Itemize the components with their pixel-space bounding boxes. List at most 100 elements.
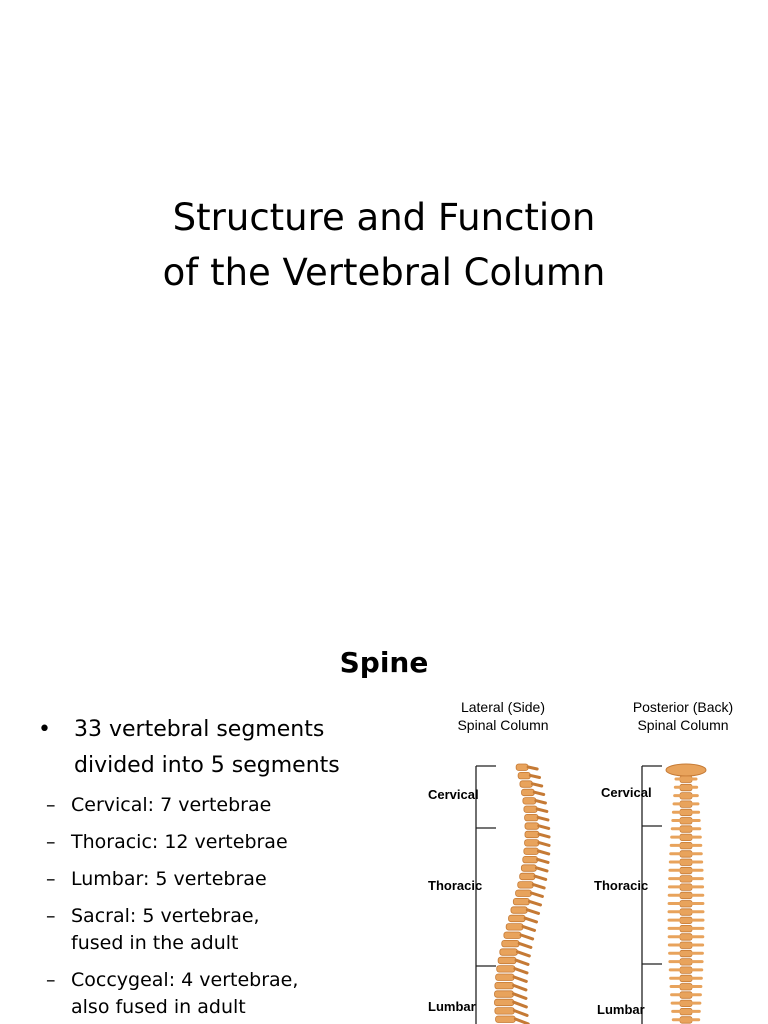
main-bullet-line-1: 33 vertebral segments (74, 717, 325, 742)
spinous-process (525, 908, 541, 915)
spinous-process (530, 782, 544, 788)
dash-icon: – (46, 969, 56, 991)
lateral-heading-line-1: Lateral (Side) (460, 699, 546, 715)
posterior-label-thoracic: Thoracic (594, 878, 649, 893)
sub-bullet-lumbar: – Lumbar: 5 vertebrae (38, 866, 398, 893)
lateral-label-thoracic: Thoracic (428, 878, 483, 893)
spinous-process (532, 790, 546, 796)
vertebra-body (524, 830, 540, 839)
vertebra-body (494, 990, 514, 998)
vertebra-body (494, 1007, 515, 1015)
spinous-process (537, 824, 551, 830)
vertebra-body (519, 872, 536, 881)
spinous-process (534, 799, 547, 805)
sub-bullet-list: – Cervical: 7 vertebrae – Thoracic: 12 v… (38, 792, 398, 1021)
posterior-heading: Posterior (Back) Spinal Column (608, 698, 758, 734)
spinous-process (521, 925, 537, 932)
main-bullet: • 33 vertebral segments divided into 5 s… (38, 712, 398, 784)
spinous-process (527, 899, 543, 907)
lateral-spine-image (494, 763, 551, 1024)
spinous-process (511, 992, 528, 1000)
sub-bullet-text: Coccygeal: 4 vertebrae, (71, 969, 299, 991)
posterior-label-cervical: Cervical (601, 785, 652, 800)
spinous-process (536, 815, 550, 822)
vertebra-body (496, 965, 516, 973)
vertebra-body (512, 897, 530, 906)
lateral-heading: Lateral (Side) Spinal Column (428, 698, 578, 734)
spinous-process (537, 841, 551, 847)
vertebra-body (519, 780, 533, 788)
spinous-process (515, 950, 531, 958)
vertebra-body (524, 839, 540, 847)
sub-bullet-sacral: – Sacral: 5 vertebrae, fused in the adul… (38, 903, 398, 957)
spinous-process (517, 941, 533, 949)
vertebra-body (494, 998, 515, 1007)
dash-icon: – (46, 905, 56, 927)
dash-icon: – (46, 868, 56, 890)
posterior-bracket (641, 765, 662, 1024)
spinous-process (536, 857, 550, 864)
vertebra-body (494, 981, 515, 990)
lateral-bracket (475, 765, 496, 1024)
spinous-process (534, 866, 549, 873)
sub-bullet-text: Thoracic: 12 vertebrae (71, 831, 288, 853)
spinous-process (514, 958, 530, 966)
vertebra-body (522, 855, 539, 864)
spinous-process (512, 1000, 528, 1009)
dash-icon: – (46, 831, 56, 853)
lateral-label-lumbar: Lumbar (428, 999, 476, 1014)
dash-icon: – (46, 794, 56, 816)
vertebra-body (517, 881, 534, 889)
sub-bullet-coccygeal: – Coccygeal: 4 vertebrae, also fused in … (38, 967, 398, 1021)
slide-title-line-2: of the Vertebral Column (162, 251, 606, 294)
lateral-heading-line-2: Spinal Column (457, 717, 549, 733)
spinous-process (528, 773, 542, 779)
vertebra-body (515, 763, 529, 771)
vertebra-body (497, 956, 517, 965)
vertebra-body (508, 914, 526, 923)
spinous-process (529, 891, 544, 898)
atlas-vertebra (665, 763, 707, 777)
sub-bullet-text: Cervical: 7 vertebrae (71, 794, 272, 816)
sub-bullet-text-cont: fused in the adult (71, 932, 239, 954)
vertebra-body (515, 889, 532, 897)
vertebra-body (517, 772, 531, 780)
spinous-process (512, 983, 528, 992)
slide-title-line-1: Structure and Function (172, 196, 596, 239)
lateral-label-cervical: Cervical (428, 787, 479, 802)
spinous-process (535, 807, 549, 813)
spinous-process (513, 1017, 530, 1024)
vertebra-body (523, 805, 538, 813)
vertebra-body (499, 948, 518, 956)
spinous-process (523, 916, 539, 924)
posterior-label-lumbar: Lumbar (597, 1002, 645, 1017)
spine-slide-title: Spine (339, 646, 429, 679)
vertebra-body (505, 923, 524, 931)
vertebra-body (523, 847, 539, 855)
spinous-process (519, 933, 535, 941)
spinous-process (533, 874, 548, 881)
vertebra-body (510, 906, 528, 914)
vertebra-body (522, 797, 537, 805)
spine-slide: Spine • 33 vertebral segments divided in… (0, 600, 768, 1024)
vertebra-body (524, 814, 539, 822)
vertebra-body (521, 788, 535, 797)
title-slide: Structure and Function of the Vertebral … (0, 190, 768, 300)
vertebra-body (495, 973, 515, 981)
sub-bullet-text: Lumbar: 5 vertebrae (71, 868, 267, 890)
sub-bullet-text: Sacral: 5 vertebrae, (71, 905, 260, 927)
spine-figure: Lateral (Side) Spinal Column Posterior (… (418, 694, 768, 1024)
main-bullet-line-2: divided into 5 segments (74, 753, 340, 778)
sub-bullet-text-cont: also fused in adult (71, 996, 246, 1018)
spinous-process (536, 849, 551, 856)
spine-illustration (475, 763, 707, 1024)
sub-bullet-cervical: – Cervical: 7 vertebrae (38, 792, 398, 819)
slide-title: Structure and Function of the Vertebral … (0, 190, 768, 300)
bullet-list: • 33 vertebral segments divided into 5 s… (38, 712, 398, 1024)
vertebra-body (524, 822, 540, 830)
spinous-process (513, 967, 529, 975)
vertebra-body (501, 939, 520, 948)
spinous-process (512, 975, 528, 983)
spinous-process (537, 832, 551, 839)
bullet-dot-icon: • (38, 717, 51, 742)
